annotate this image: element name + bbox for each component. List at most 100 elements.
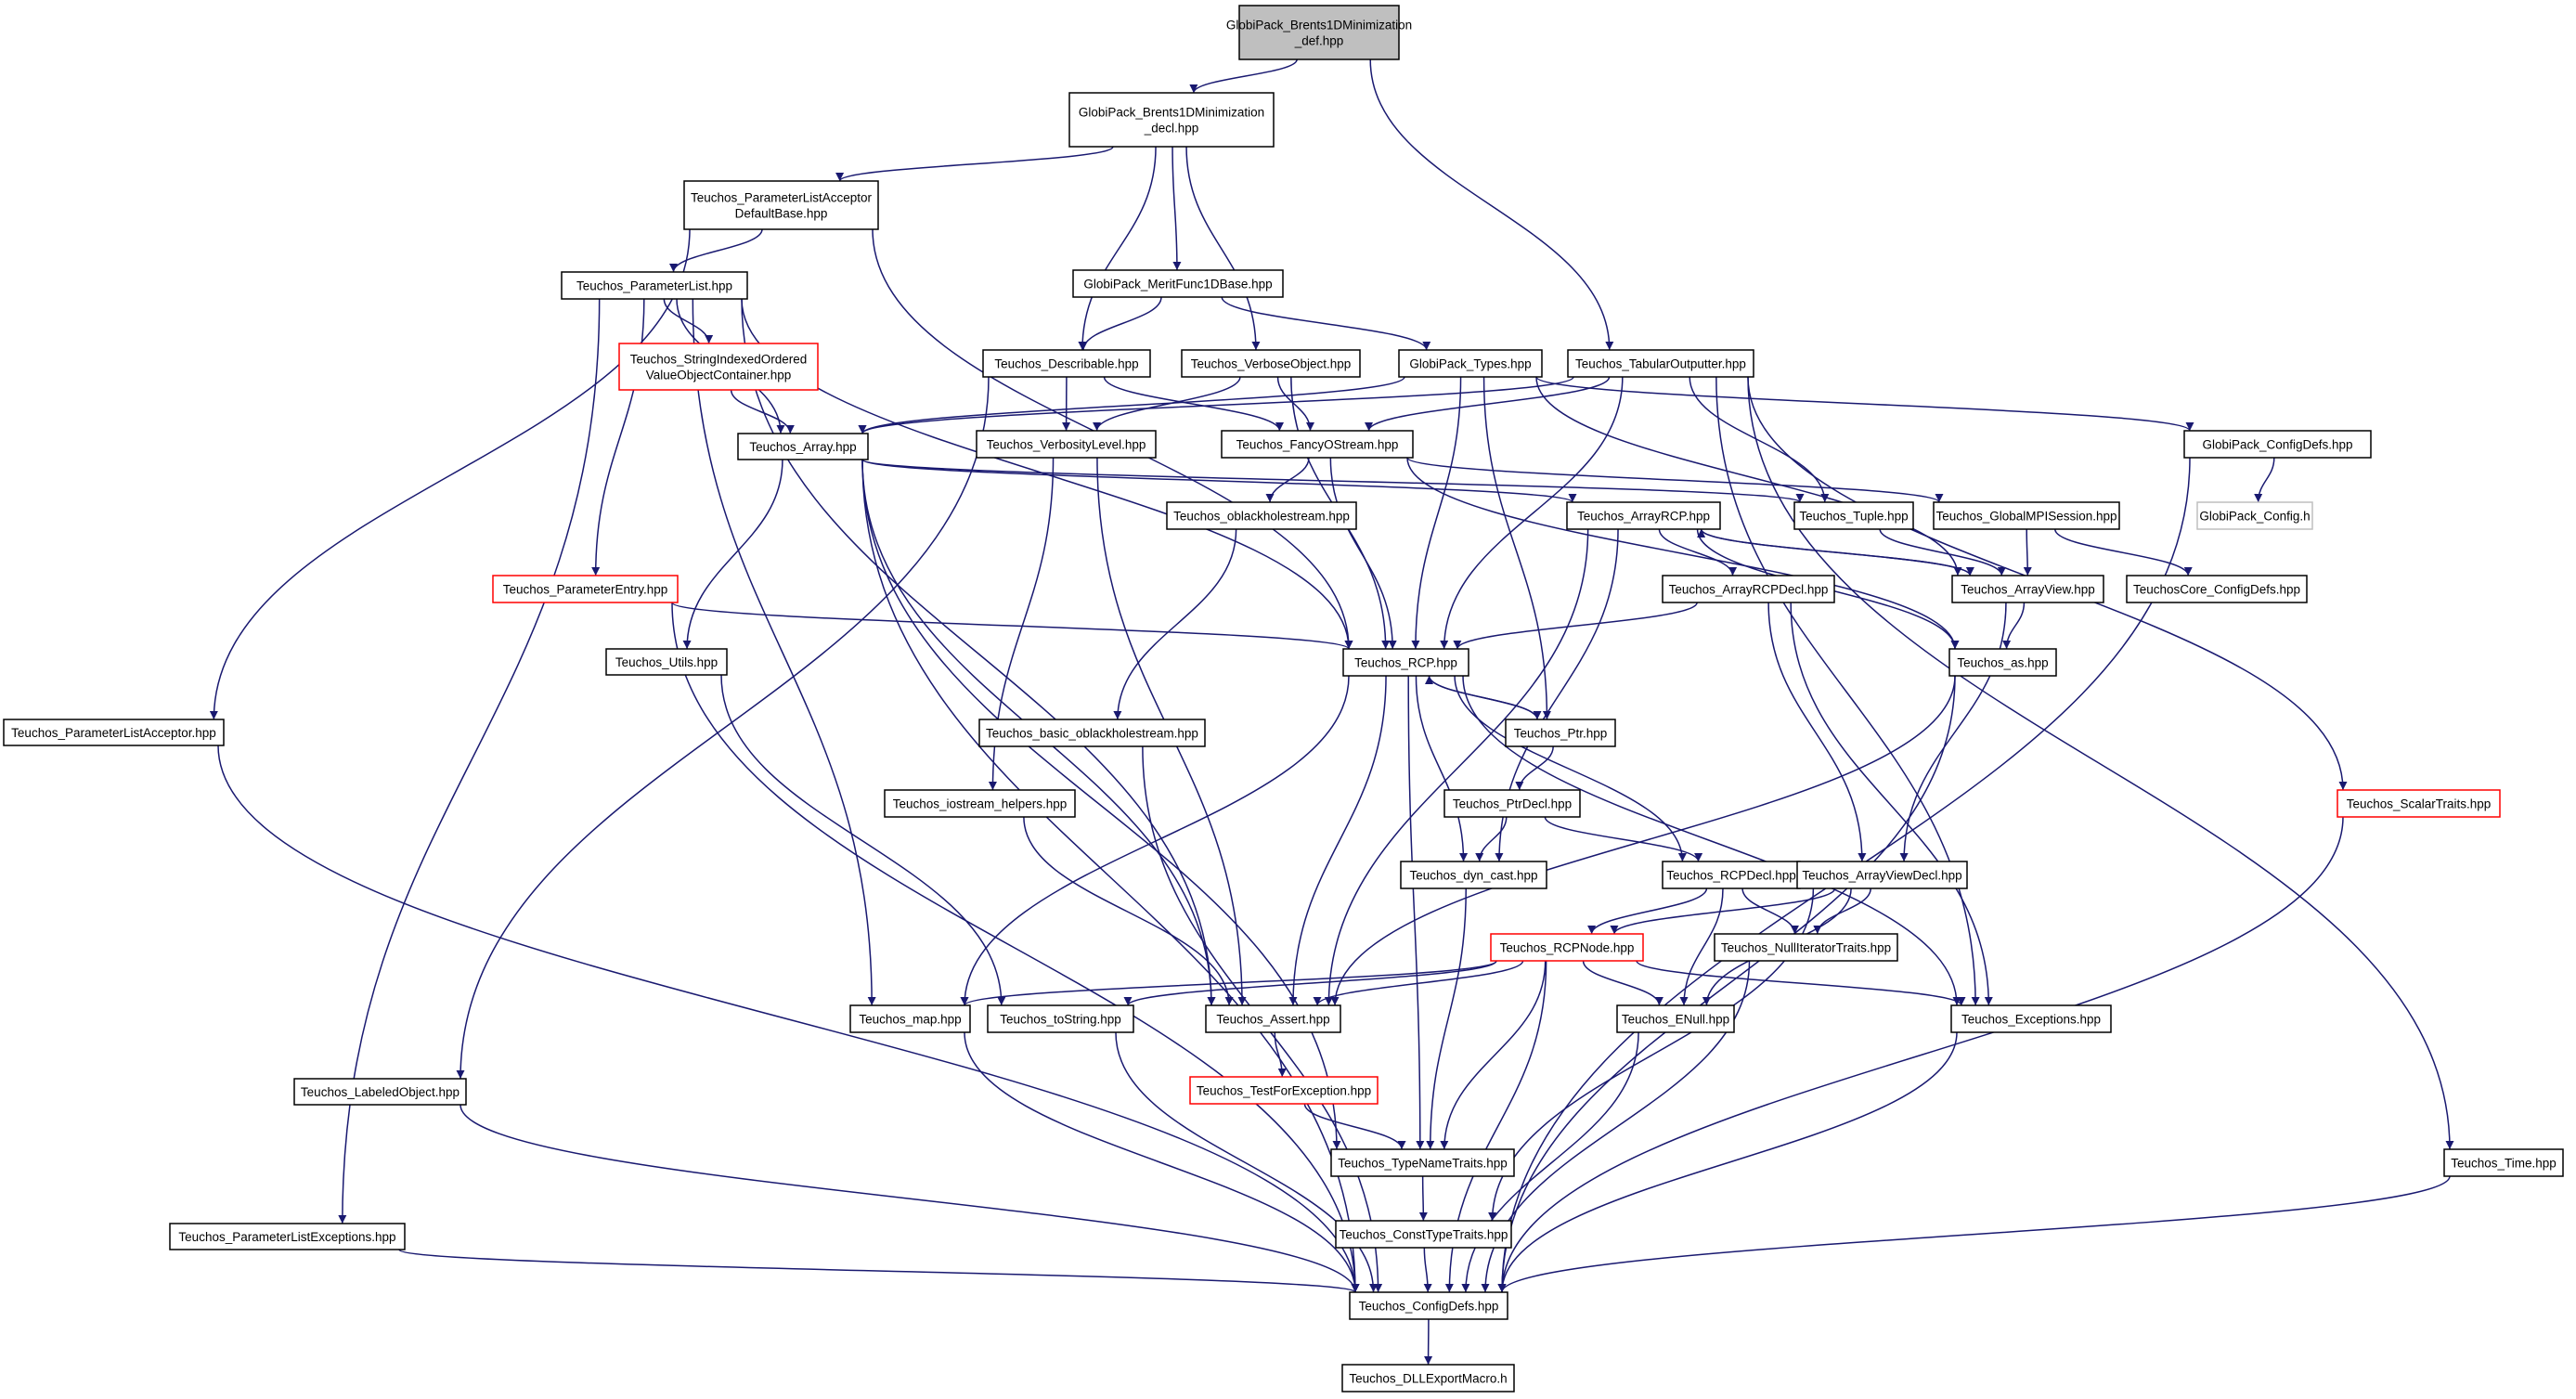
dependency-edge-n20-n31 [1023,816,1234,1006]
node-teuchos-dllexportmacro[interactable]: Teuchos_DLLExportMacro.h [1341,1364,1515,1393]
node-box [1189,1076,1379,1105]
node-teuchos-testforexception[interactable]: Teuchos_TestForException.hpp [1189,1076,1379,1105]
dependency-edge-n14-n23 [1411,376,1462,650]
node-teuchos-arrayviewdecl[interactable]: Teuchos_ArrayViewDecl.hpp [1796,861,1968,889]
node-label: TeuchosCore_ConfigDefs.hpp [2133,583,2300,597]
node-teuchos-as[interactable]: Teuchos_as.hpp [1948,648,2057,677]
node-teuchos-describable[interactable]: Teuchos_Describable.hpp [982,349,1151,378]
node-label: Teuchos_Ptr.hpp [1514,727,1608,741]
node-teuchos-verbositylevel[interactable]: Teuchos_VerbosityLevel.hpp [976,430,1157,459]
node-teuchos-parameterlistacceptor[interactable]: Teuchos_ParameterListAcceptor.hpp [3,719,225,746]
node-teuchoscore-configdefs[interactable]: TeuchosCore_ConfigDefs.hpp [2126,575,2308,603]
node-teuchos-rcpnode[interactable]: Teuchos_RCPNode.hpp [1490,933,1644,962]
node-teuchos-fancyostream[interactable]: Teuchos_FancyOStream.hpp [1221,430,1414,459]
node-teuchos-rcpdecl[interactable]: Teuchos_RCPDecl.hpp [1662,861,1801,889]
dependency-edge-n17-n18 [1265,457,1310,503]
dependency-edge-n23-n40 [1462,675,1961,1006]
node-label: GlobiPack_MeritFunc1DBase.hpp [1083,278,1272,291]
dependency-edge-n10-n35 [398,1249,1360,1293]
dependency-edge-n24-n23 [1425,675,1538,720]
dependency-edge-n13-n17 [1276,376,1314,432]
node-teuchos-stringindexedorderedvalueobjectcontainer[interactable]: Teuchos_StringIndexedOrderedValueObjectC… [618,343,819,391]
node-teuchos-assert[interactable]: Teuchos_Assert.hpp [1205,1004,1341,1033]
node-box [1330,1148,1515,1177]
node-teuchos-labeledobject[interactable]: Teuchos_LabeledObject.hpp [293,1078,467,1106]
node-box [1505,719,1616,747]
node-teuchos-arrayrcpdecl[interactable]: Teuchos_ArrayRCPDecl.hpp [1662,575,1835,603]
dependency-edge-n22-n23 [1453,602,1698,650]
dependency-edge-n48-n35 [1497,816,2344,1293]
node-box [737,433,869,460]
node-globipack-types[interactable]: GlobiPack_Types.hpp [1398,349,1543,378]
node-teuchos-tostring[interactable]: Teuchos_toString.hpp [987,1004,1134,1033]
node-teuchos-arrayview[interactable]: Teuchos_ArrayView.hpp [1951,575,2104,603]
dependency-edge-n15-n5 [858,376,1574,434]
dependency-edge-n0-n15 [1369,58,1614,351]
node-teuchos-ptr[interactable]: Teuchos_Ptr.hpp [1505,719,1616,747]
dependency-edge-n28-n37 [1582,960,1663,1006]
node-teuchos-parameterlistacceptordefaultbase[interactable]: Teuchos_ParameterListAcceptorDefaultBase… [683,180,879,230]
dependency-edge-n15-n49 [1747,376,2454,1150]
dependency-edge-n3-n4 [663,298,714,344]
node-box [1933,501,2120,530]
dependency-edge-n17-n42 [1406,457,1944,503]
node-teuchos-enull[interactable]: Teuchos_ENull.hpp [1616,1004,1735,1033]
node-teuchos-globalmpisession[interactable]: Teuchos_GlobalMPISession.hpp [1933,501,2120,530]
dependency-edge-n18-n19 [1113,528,1237,720]
node-globipack-brents1dminimization-decl[interactable]: GlobiPack_Brents1DMinimization_decl.hpp [1068,92,1275,148]
dependency-edge-n44-n31 [1330,675,1956,1006]
node-teuchos-map[interactable]: Teuchos_map.hpp [849,1004,971,1033]
node-label: GlobiPack_Config.h [2199,510,2310,524]
node-teuchos-time[interactable]: Teuchos_Time.hpp [2443,1148,2564,1177]
node-teuchos-arrayrcp[interactable]: Teuchos_ArrayRCP.hpp [1566,501,1721,530]
node-label: Teuchos_basic_oblackholestream.hpp [986,727,1198,741]
dependency-edge-n5-n7 [682,459,783,650]
node-label: Teuchos_VerbosityLevel.hpp [987,438,1146,452]
node-teuchos-tuple[interactable]: Teuchos_Tuple.hpp [1793,501,1914,530]
node-box [1349,1291,1508,1320]
node-teuchos-typenametraits[interactable]: Teuchos_TypeNameTraits.hpp [1330,1148,1515,1177]
node-label: Teuchos_Array.hpp [749,440,856,454]
node-teuchos-scalartraits[interactable]: Teuchos_ScalarTraits.hpp [2337,789,2501,818]
node-teuchos-ptrdecl[interactable]: Teuchos_PtrDecl.hpp [1443,789,1581,818]
node-teuchos-dyn-cast[interactable]: Teuchos_dyn_cast.hpp [1400,861,1547,889]
dependency-edge-n8-n35 [217,745,1360,1293]
dependency-edge-n1-n12 [1078,146,1157,351]
node-teuchos-tabularoutputter[interactable]: Teuchos_TabularOutputter.hpp [1567,349,1754,378]
dependency-edge-n5-n35 [861,459,1360,1293]
node-teuchos-parameterlistexceptions[interactable]: Teuchos_ParameterListExceptions.hpp [169,1223,406,1250]
node-teuchos-rcp[interactable]: Teuchos_RCP.hpp [1342,648,1469,677]
dependency-edge-n23-n27 [1454,675,1687,862]
node-box [1205,1004,1341,1033]
node-label: Teuchos_RCPNode.hpp [1500,941,1635,955]
node-teuchos-configdefs[interactable]: Teuchos_ConfigDefs.hpp [1349,1291,1508,1320]
dependency-edge-n29-n35 [964,1031,1360,1293]
node-box [849,1004,971,1033]
node-teuchos-parameterentry[interactable]: Teuchos_ParameterEntry.hpp [492,575,679,603]
node-globipack-config: GlobiPack_Config.h [2196,501,2313,530]
node-globipack-meritfunc1dbase[interactable]: GlobiPack_MeritFunc1DBase.hpp [1072,269,1284,298]
dependency-edge-n7-n30 [720,674,1006,1006]
node-teuchos-verboseobject[interactable]: Teuchos_VerboseObject.hpp [1181,349,1361,378]
node-teuchos-basic-oblackholestream[interactable]: Teuchos_basic_oblackholestream.hpp [978,719,1206,747]
dependency-edge-n33-n34 [1418,1175,1428,1222]
node-teuchos-utils[interactable]: Teuchos_Utils.hpp [605,648,728,676]
dependency-edge-n5-n21 [861,459,1577,503]
node-teuchos-nulliteratortraits[interactable]: Teuchos_NullIteratorTraits.hpp [1714,933,1898,962]
node-box [2126,575,2308,603]
dependency-edge-n21-n22 [1658,528,1738,576]
dependency-edge-n25-n27 [1544,816,1703,862]
node-teuchos-iostream-helpers[interactable]: Teuchos_iostream_helpers.hpp [884,789,1076,818]
node-teuchos-parameterlist[interactable]: Teuchos_ParameterList.hpp [561,271,748,300]
node-globipack-brents1dminimization-def[interactable]: GlobiPack_Brents1DMinimization_def.hpp [1226,5,1412,60]
dependency-edge-n14-n5 [858,376,1405,434]
dependency-edge-n49-n35 [1497,1175,2451,1293]
node-teuchos-array[interactable]: Teuchos_Array.hpp [737,433,869,460]
node-label: GlobiPack_ConfigDefs.hpp [2202,438,2352,452]
node-teuchos-consttypetraits[interactable]: Teuchos_ConstTypeTraits.hpp [1335,1220,1512,1249]
node-box [2337,789,2501,818]
node-teuchos-exceptions[interactable]: Teuchos_Exceptions.hpp [1950,1004,2112,1033]
node-teuchos-oblackholestream[interactable]: Teuchos_oblackholestream.hpp [1166,501,1357,530]
dependency-edge-n15-n41 [1689,376,1830,503]
node-globipack-configdefs[interactable]: GlobiPack_ConfigDefs.hpp [2183,430,2372,459]
